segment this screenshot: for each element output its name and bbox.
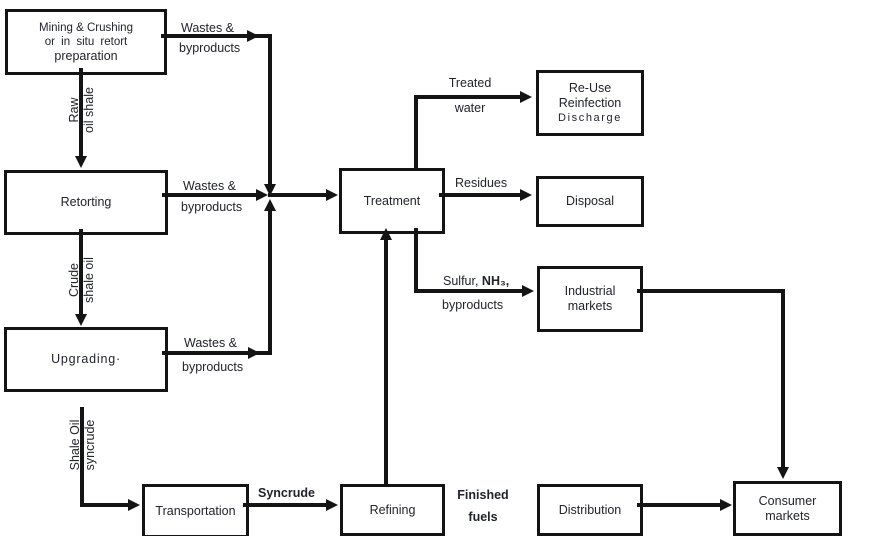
box-refining: Refining bbox=[340, 484, 445, 536]
line-wastes-collector-down bbox=[268, 34, 272, 186]
label-wastes-retorting-line2: byproducts bbox=[181, 200, 243, 214]
arrowhead-into-refining bbox=[326, 499, 338, 511]
line-retorting-wastes bbox=[162, 193, 256, 197]
box-industrial-line2: markets bbox=[567, 299, 613, 313]
line-sulfur-right bbox=[414, 289, 524, 293]
box-mining-line2: or in situ retort bbox=[44, 35, 128, 48]
label-wastes-upgrading-line2: byproducts bbox=[182, 360, 244, 374]
line-mining-wastes bbox=[161, 34, 272, 38]
arrowhead-into-disposal bbox=[520, 189, 532, 201]
label-raw-oil-shale-line2: oil shale bbox=[82, 87, 96, 133]
label-sulfur-byproducts: byproducts bbox=[442, 298, 504, 312]
label-wastes-upgrading-line1: Wastes & bbox=[184, 336, 238, 350]
line-retorting-to-upgrading bbox=[79, 229, 83, 317]
arrowhead-into-industrial bbox=[522, 285, 534, 297]
box-upgrading-label: Upgrading· bbox=[51, 352, 121, 366]
box-transportation-label: Transportation bbox=[155, 503, 236, 518]
line-junction-to-treatment bbox=[268, 193, 326, 197]
box-refining-label: Refining bbox=[369, 502, 416, 517]
line-mining-to-retorting bbox=[79, 68, 83, 160]
label-shale-oil-syncrude-line1: Shale Oil bbox=[68, 419, 82, 471]
arrowhead-retorting-wastes bbox=[256, 189, 268, 201]
line-syncrude-right bbox=[80, 503, 128, 507]
label-finished: Finished bbox=[457, 488, 509, 502]
box-reuse: Re-Use Reinfection Discharge bbox=[536, 70, 644, 136]
box-treatment: Treatment bbox=[339, 168, 445, 234]
label-wastes-mining-line1: Wastes & bbox=[181, 21, 235, 35]
box-reuse-line3: Discharge bbox=[558, 111, 622, 124]
arrowhead-into-upgrading bbox=[75, 314, 87, 326]
label-sulfur-part1: Sulfur, bbox=[443, 274, 482, 288]
box-reuse-line2: Reinfection bbox=[558, 95, 622, 110]
box-mining-line3: preparation bbox=[54, 48, 118, 63]
label-raw-oil-shale: Raw oil shale bbox=[67, 68, 97, 152]
label-shale-oil-syncrude: Shale Oil syncrude bbox=[68, 403, 98, 487]
arrowhead-into-treatment bbox=[326, 189, 338, 201]
box-transportation: Transportation bbox=[142, 484, 249, 536]
line-sulfur-down bbox=[414, 228, 418, 293]
line-industrial-right bbox=[637, 289, 785, 293]
box-distribution: Distribution bbox=[537, 484, 643, 536]
arrowhead-mining-wastes-right bbox=[247, 30, 259, 42]
line-treated-water-up bbox=[414, 95, 418, 168]
box-treatment-label: Treatment bbox=[363, 193, 421, 208]
label-crude-shale-oil-line2: shale oil bbox=[82, 257, 96, 303]
line-refining-to-treatment bbox=[384, 238, 388, 484]
label-crude-shale-oil-line1: Crude bbox=[67, 262, 81, 298]
line-upgrading-wastes bbox=[162, 351, 272, 355]
arrowhead-into-consumer-top bbox=[777, 467, 789, 479]
box-distribution-label: Distribution bbox=[558, 502, 622, 517]
label-wastes-mining-line2: byproducts bbox=[179, 41, 241, 55]
box-mining-line1: Mining & Crushing bbox=[39, 21, 133, 34]
arrowhead-into-transportation bbox=[128, 499, 140, 511]
box-industrial-line1: Industrial bbox=[564, 284, 616, 298]
line-transportation-to-refining bbox=[243, 503, 326, 507]
arrowhead-upgrading-wastes-right bbox=[248, 347, 260, 359]
label-treated: Treated bbox=[448, 76, 492, 90]
label-crude-shale-oil: Crude shale oil bbox=[67, 238, 97, 322]
label-raw-oil-shale-line1: Raw bbox=[67, 97, 81, 123]
box-disposal: Disposal bbox=[536, 176, 644, 227]
box-industrial-markets: Industrial markets bbox=[537, 266, 643, 332]
box-upgrading: Upgrading· bbox=[4, 327, 168, 392]
arrowhead-collector-up bbox=[264, 199, 276, 211]
label-wastes-retorting-line1: Wastes & bbox=[183, 179, 237, 193]
label-water: water bbox=[454, 101, 486, 115]
arrowhead-into-consumer-left bbox=[720, 499, 732, 511]
line-wastes-collector-up bbox=[268, 209, 272, 355]
box-retorting: Retorting bbox=[4, 170, 168, 235]
line-syncrude-down bbox=[80, 407, 84, 507]
line-distribution-to-consumer bbox=[637, 503, 720, 507]
line-industrial-down bbox=[781, 289, 785, 469]
box-consumer-line1: Consumer bbox=[758, 493, 817, 508]
box-consumer-line2: markets bbox=[765, 508, 810, 523]
label-sulfur-nh3: Sulfur, NH₃, bbox=[443, 274, 509, 288]
line-treated-water-right bbox=[414, 95, 520, 99]
box-mining: Mining & Crushing or in situ retort prep… bbox=[5, 9, 167, 75]
arrowhead-into-reuse bbox=[520, 91, 532, 103]
box-reuse-line1: Re-Use bbox=[568, 80, 612, 95]
label-sulfur-part2: NH₃, bbox=[481, 274, 510, 288]
label-residues: Residues bbox=[455, 176, 508, 190]
box-consumer-markets: Consumer markets bbox=[733, 481, 842, 536]
label-syncrude: Syncrude bbox=[258, 486, 315, 500]
box-disposal-label: Disposal bbox=[566, 194, 614, 208]
box-retorting-label: Retorting bbox=[60, 195, 112, 209]
label-fuels: fuels bbox=[468, 510, 498, 524]
arrowhead-into-treatment-bottom bbox=[380, 228, 392, 240]
arrowhead-into-retorting bbox=[75, 156, 87, 168]
line-residues bbox=[439, 193, 520, 197]
label-shale-oil-syncrude-line2: syncrude bbox=[83, 419, 97, 471]
